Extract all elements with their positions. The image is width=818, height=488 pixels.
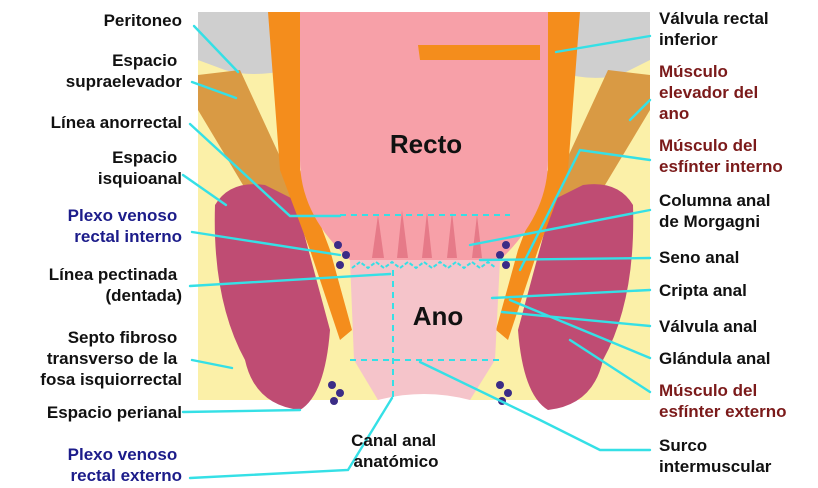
label-espacio-perianal: Espacio perianal xyxy=(47,403,182,422)
label-valvula-rectal-inferior: Válvula rectal inferior xyxy=(659,9,773,49)
label-columna-anal: Columna anal de Morgagni xyxy=(659,191,775,231)
labels-right: Válvula rectal inferior Músculo elevador… xyxy=(659,9,787,476)
anatomy-illustration xyxy=(198,12,650,488)
label-surco-intermuscular: Surco intermuscular xyxy=(659,436,772,476)
anus-label: Ano xyxy=(413,301,464,331)
label-plexo-venoso-interno: Plexo venoso rectal interno xyxy=(68,206,182,246)
label-peritoneo: Peritoneo xyxy=(104,11,182,30)
label-glandula-anal: Glándula anal xyxy=(659,349,770,368)
label-septo-fibroso: Septo fibroso transverso de la fosa isqu… xyxy=(40,328,182,389)
label-musculo-elevador: Músculo elevador del ano xyxy=(659,62,763,123)
label-espacio-supraelevador: Espacio supraelevador xyxy=(66,51,183,91)
label-esfinter-interno: Músculo del esfínter interno xyxy=(659,136,783,176)
label-seno-anal: Seno anal xyxy=(659,248,739,267)
rectal-valve xyxy=(418,45,540,60)
label-valvula-anal: Válvula anal xyxy=(659,317,757,336)
label-esfinter-externo: Músculo del esfínter externo xyxy=(659,381,787,421)
rectum-label: Recto xyxy=(390,129,462,159)
label-linea-pectinada: Línea pectinada (dentada) xyxy=(49,265,182,305)
labels-left: Peritoneo Espacio supraelevador Línea an… xyxy=(40,11,182,485)
label-plexo-venoso-externo: Plexo venoso rectal externo xyxy=(68,445,182,485)
label-linea-anorrectal: Línea anorrectal xyxy=(51,113,182,132)
label-cripta-anal: Cripta anal xyxy=(659,281,747,300)
label-espacio-isquioanal: Espacio isquioanal xyxy=(98,148,182,188)
